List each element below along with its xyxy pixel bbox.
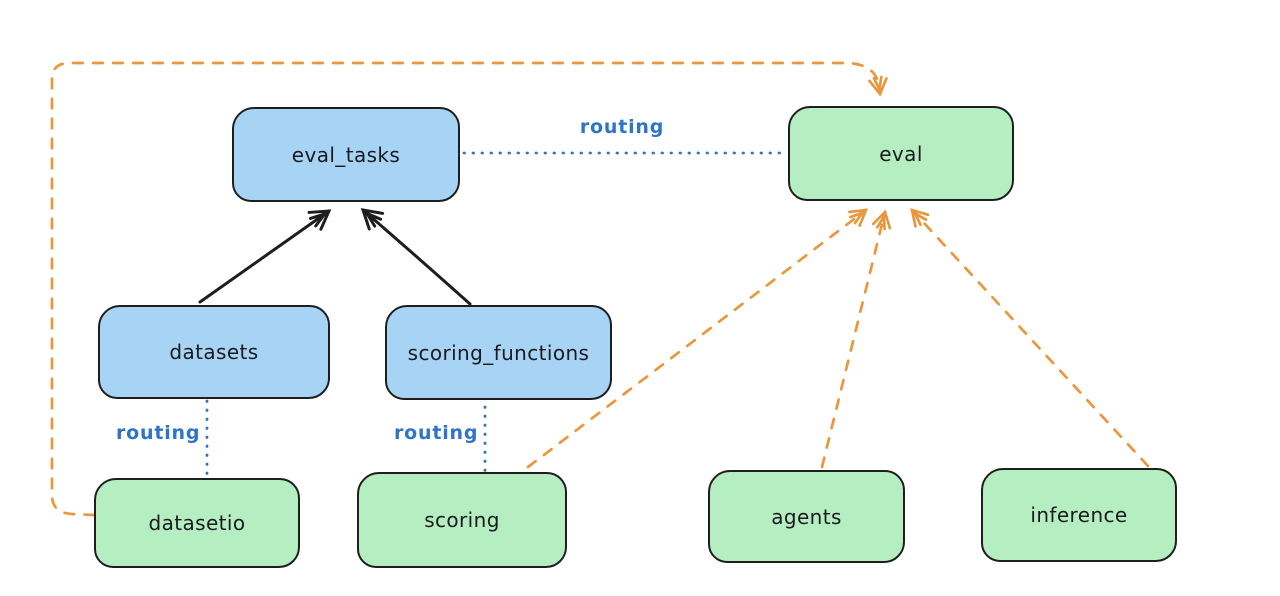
edge-scoring-functions-to-eval-tasks [360, 208, 472, 306]
node-scoring-functions-label: scoring_functions [407, 340, 590, 365]
node-scoring-functions: scoring_functions [385, 305, 612, 400]
node-scoring-label: scoring [424, 508, 500, 532]
node-inference-label: inference [1030, 503, 1128, 527]
edge-label-routing-eval-tasks-eval: routing [579, 116, 665, 138]
node-eval-tasks-label: eval_tasks [291, 142, 401, 167]
edge-agents-to-eval-dashed [820, 209, 892, 469]
node-datasetio: datasetio [94, 478, 300, 568]
node-datasetio-label: datasetio [148, 511, 246, 535]
edge-inference-to-eval-dashed [910, 208, 1150, 468]
edge-label-routing-scoring-functions-scoring: routing [394, 422, 479, 444]
node-datasets: datasets [98, 305, 330, 399]
node-eval-label: eval [879, 141, 923, 166]
node-scoring: scoring [357, 472, 567, 568]
node-agents: agents [708, 470, 905, 563]
edge-datasets-to-eval-tasks [198, 209, 332, 304]
node-inference: inference [981, 468, 1177, 562]
node-datasets-label: datasets [169, 340, 259, 364]
edge-label-routing-datasets-datasetio: routing [116, 422, 201, 444]
node-agents-label: agents [771, 504, 842, 529]
edge-scoring-to-eval-dashed [526, 208, 869, 469]
edge-datasetio-to-eval-dashed [50, 61, 888, 517]
node-eval-tasks: eval_tasks [232, 107, 460, 202]
node-eval: eval [788, 106, 1014, 201]
